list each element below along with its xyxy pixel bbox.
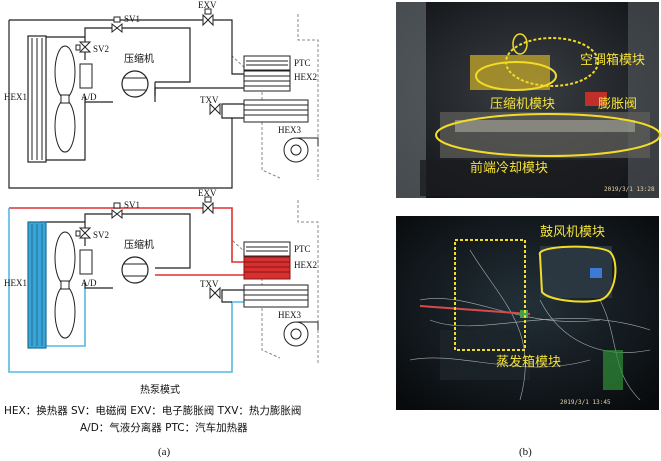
photo-top-timestamp: 2019/3/1 13:28 bbox=[604, 186, 655, 193]
exv-label: EXV bbox=[198, 0, 217, 10]
txv-label: TXV bbox=[200, 279, 219, 289]
hex3-label: HEX3 bbox=[278, 310, 301, 320]
fan-icon bbox=[54, 231, 76, 339]
panel-label-a: (a) bbox=[158, 446, 171, 458]
ptc-label: PTC bbox=[294, 58, 311, 68]
ptc-heater bbox=[243, 55, 291, 71]
txv-label: TXV bbox=[200, 95, 219, 105]
blower-icon bbox=[283, 321, 319, 347]
exv-valve-icon bbox=[202, 8, 214, 27]
photo-engine-bay: 空调箱模块 压缩机模块 膨胀阀 前端冷却模块 2019/3/1 13:28 bbox=[396, 2, 661, 198]
compressor-icon bbox=[121, 70, 149, 98]
hex2-exchanger bbox=[243, 70, 291, 92]
txv-valve-icon bbox=[209, 286, 221, 300]
photo-bottom-label-evaporator: 蒸发箱模块 bbox=[496, 354, 561, 370]
compressor-icon bbox=[121, 256, 149, 284]
diagram-heat-pump-mode: HEX1 SV1 EXV SV2 A/D 压缩机 bbox=[4, 188, 319, 373]
ad-label: A/D bbox=[81, 92, 97, 102]
fan-icon bbox=[54, 45, 76, 153]
panel-label-b: (b) bbox=[519, 446, 532, 458]
ad-separator bbox=[79, 249, 93, 275]
hex1-exchanger bbox=[27, 35, 47, 163]
hex3-label: HEX3 bbox=[278, 125, 301, 135]
hex1-exchanger bbox=[27, 221, 47, 349]
vehicle-body-outline bbox=[297, 200, 319, 364]
txv-valve-icon bbox=[209, 102, 221, 116]
sv1-valve-icon bbox=[111, 16, 123, 34]
hex3-exchanger bbox=[243, 284, 309, 308]
ad-separator bbox=[79, 63, 93, 89]
blower-icon bbox=[283, 137, 319, 163]
exv-label: EXV bbox=[198, 188, 217, 198]
compressor-label: 压缩机 bbox=[124, 238, 154, 251]
mode-title: 热泵模式 bbox=[140, 383, 180, 396]
hex1-label: HEX1 bbox=[4, 92, 27, 102]
hex3-exchanger bbox=[243, 99, 309, 123]
sv1-valve-icon bbox=[111, 202, 123, 220]
photo-top-label-compressor: 压缩机模块 bbox=[490, 96, 555, 112]
photo-top-label-expansion: 膨胀阀 bbox=[598, 97, 637, 112]
legend-line-2: A/D：气液分离器 PTC：汽车加热器 bbox=[80, 421, 248, 434]
ptc-label: PTC bbox=[294, 244, 311, 254]
ptc-heater bbox=[243, 241, 291, 257]
photo-cabin-hvac: 鼓风机模块 蒸发箱模块 2019/3/1 13:45 bbox=[396, 216, 659, 410]
vehicle-body-outline bbox=[297, 14, 319, 180]
photo-top-label-hvac: 空调箱模块 bbox=[580, 52, 645, 68]
sv1-label: SV1 bbox=[124, 200, 140, 210]
legend-line-1: HEX：换热器 SV：电磁阀 EXV：电子膨胀阀 TXV：热力膨胀阀 bbox=[4, 404, 301, 417]
exv-valve-icon bbox=[202, 196, 214, 215]
hex1-label: HEX1 bbox=[4, 278, 27, 288]
hex2-label: HEX2 bbox=[294, 260, 317, 270]
sv2-valve-icon bbox=[75, 227, 92, 239]
photo-top-label-front: 前端冷却模块 bbox=[470, 160, 548, 176]
photo-bottom-label-blower: 鼓风机模块 bbox=[540, 225, 605, 240]
photo-bottom-timestamp: 2019/3/1 13:45 bbox=[560, 399, 611, 406]
compressor-label: 压缩机 bbox=[124, 52, 154, 65]
hex2-label: HEX2 bbox=[294, 72, 317, 82]
sv1-label: SV1 bbox=[124, 14, 140, 24]
sv2-label: SV2 bbox=[93, 230, 109, 240]
ad-label: A/D bbox=[81, 278, 97, 288]
sv2-label: SV2 bbox=[93, 44, 109, 54]
sv2-valve-icon bbox=[75, 41, 92, 53]
diagram-cooling-mode: HEX1 SV1 EXV SV2 A/D bbox=[4, 0, 319, 189]
hex2-exchanger bbox=[243, 256, 291, 280]
